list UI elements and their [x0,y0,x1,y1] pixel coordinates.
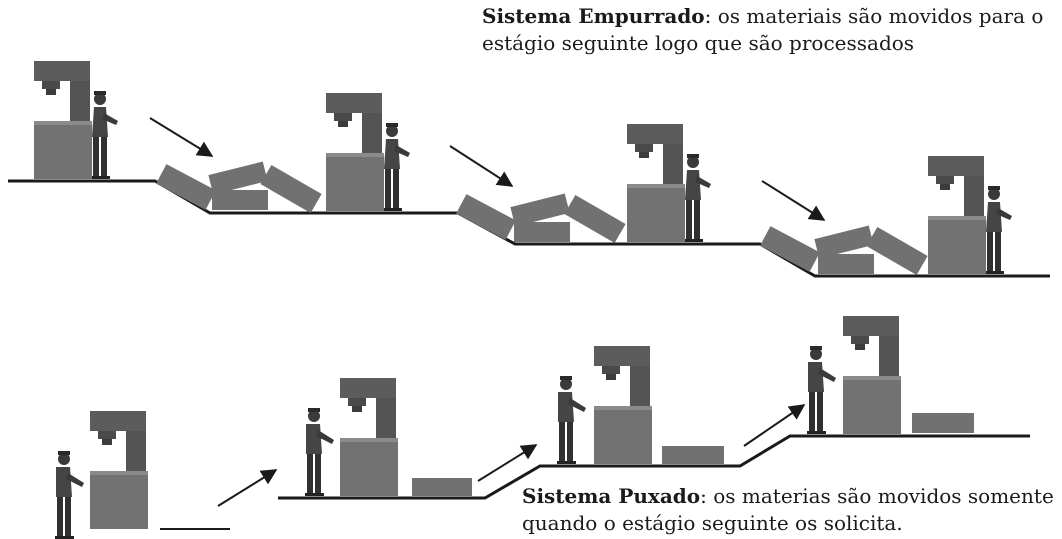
machine-icon [627,124,685,242]
push-system-caption: Sistema Empurrado: os materiais são movi… [482,3,1062,57]
pull-system-diagram [55,316,1030,539]
box-icon [514,222,570,242]
push-station-4 [928,156,1012,274]
box-icon [814,225,874,259]
machine-icon [34,61,92,179]
worker-icon [55,451,84,539]
box-icon [564,194,626,244]
push-station-3 [627,124,711,242]
worker-icon [305,408,334,496]
box-icon [662,446,724,464]
arrow-icon [761,180,826,221]
box-icon [912,413,974,433]
pull-system-title: Sistema Puxado [522,484,701,508]
push-system-description: : os materiais são movidos para o estági… [482,4,1044,55]
box-icon [156,164,216,210]
pull-station-2 [305,378,472,496]
pull-system-caption: Sistema Puxado: os materias são movidos … [522,483,1062,537]
worker-icon [807,346,836,434]
box-icon [456,194,516,240]
box-icon [866,226,928,276]
push-station-2 [326,93,410,211]
pull-station-3 [557,346,724,464]
arrow-icon [477,444,538,482]
box-icon [260,164,322,214]
worker-icon [384,123,410,211]
machine-icon [340,378,398,496]
arrow-icon [449,145,514,187]
push-station-1 [34,61,118,179]
box-pile-3 [760,225,928,276]
box-pile-1 [156,161,322,214]
machine-icon [326,93,384,211]
box-icon [818,254,874,274]
pull-station-4 [807,316,974,434]
pull-floor-line [278,434,1030,500]
machine-icon [594,346,652,464]
arrow-icon [743,404,806,447]
box-pile-2 [456,193,626,244]
machine-icon [843,316,901,434]
box-icon [212,190,268,210]
pull-station-1 [55,411,148,539]
machine-icon [90,411,148,529]
machine-icon [928,156,986,274]
worker-icon [557,376,586,464]
box-icon [412,478,472,496]
push-system-title: Sistema Empurrado [482,4,705,28]
box-icon [208,161,268,195]
arrow-icon [217,469,278,507]
push-system-diagram [8,61,1050,278]
box-icon [510,193,570,227]
worker-icon [92,91,118,179]
worker-icon [986,186,1012,274]
worker-icon [685,154,711,242]
arrow-icon [149,117,214,157]
box-icon [760,226,820,272]
pull-system-description: : os materias são movidos somente quando… [522,484,1054,535]
